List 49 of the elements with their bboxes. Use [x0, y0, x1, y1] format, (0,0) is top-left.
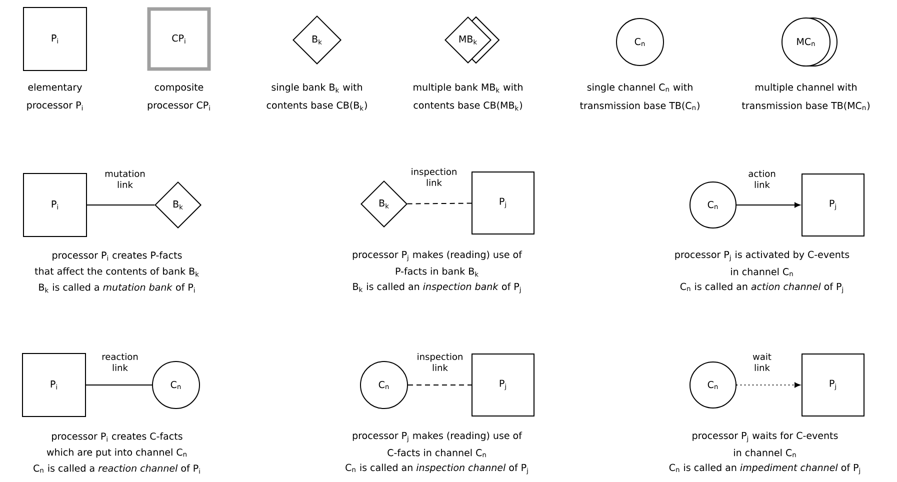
edge-label: mutation link [100, 170, 150, 188]
processor-box: P$_{i}$ [22, 353, 86, 417]
link-line [86, 204, 155, 206]
processor-box: P$_{j}$ [472, 172, 534, 234]
processor-box: P$_{j}$ [802, 354, 864, 416]
node-caption: multiple bank MB$_{k}$ with [414, 83, 522, 93]
node-caption: single bank B$_{k}$ with [272, 83, 362, 93]
description-text: C$_{n}$ is called an action channel of P$_{j}$ [680, 282, 843, 294]
description-text: C-facts in channel C$_{n}$ [388, 448, 486, 458]
node-caption: transmission base TB(MC$_{n}$) [742, 102, 870, 110]
description-text: processor P$_{j}$ waits for C-events [692, 432, 838, 442]
description-text: in channel C$_{n}$ [734, 448, 796, 458]
node-caption: composite [154, 83, 204, 93]
processor-box: P$_{i}$ [23, 173, 87, 237]
node-caption: contents base CB(B$_{k}$) [266, 101, 367, 111]
composite-processor-box: CP$_{i}$ [147, 7, 211, 71]
edge-label: inspection link [410, 353, 470, 371]
edge-label: action link [742, 170, 782, 188]
description-text: which are put into channel C$_{n}$ [46, 448, 186, 458]
link-line [736, 382, 800, 388]
node-caption: processor CP$_{i}$ [148, 101, 210, 110]
edge-label: reaction link [94, 353, 146, 371]
description-text: C$_{n}$ is called an inspection channel of P$_{j}$ [346, 464, 528, 474]
link-line [406, 202, 472, 204]
processor-box: P$_{j}$ [472, 354, 534, 416]
description-text: B$_{k}$ is called a mutation bank of P$_{i}$ [39, 283, 195, 293]
processor-box: P$_{i}$ [23, 7, 87, 71]
description-text: B$_{k}$ is called an inspection bank of P$_{j}$ [353, 282, 521, 294]
description-text: processor P$_{j}$ makes (reading) use of [352, 250, 522, 262]
node-caption: single channel C$_{n}$ with [587, 83, 692, 93]
description-text: C$_{n}$ is called an impediment channel of P$_{j}$ [669, 464, 860, 474]
link-line [736, 202, 800, 208]
description-text: P-facts in bank B$_{k}$ [396, 267, 478, 277]
processor-box: P$_{j}$ [802, 174, 864, 236]
link-line [86, 384, 152, 386]
description-text: C$_{n}$ is called a reaction channel of P$_{i}$ [34, 464, 200, 474]
description-text: processor P$_{i}$ creates C-facts [52, 432, 182, 442]
edge-label: wait link [747, 353, 777, 371]
description-text: in channel C$_{n}$ [731, 268, 793, 276]
description-text: that affect the contents of bank B$_{k}$ [34, 267, 199, 277]
description-text: processor P$_{i}$ creates P-facts [52, 251, 182, 261]
node-caption: processor P$_{i}$ [27, 102, 83, 110]
node-caption: transmission base TB(C$_{n}$) [580, 102, 700, 110]
node-caption: contents base CB(MB$_{k}$) [414, 101, 522, 111]
node-caption: elementary [28, 83, 82, 93]
node-caption: multiple channel with [756, 83, 856, 93]
link-line [408, 384, 472, 386]
description-text: processor P$_{j}$ is activated by C-events [675, 250, 850, 262]
description-text: processor P$_{j}$ makes (reading) use of [352, 432, 522, 442]
